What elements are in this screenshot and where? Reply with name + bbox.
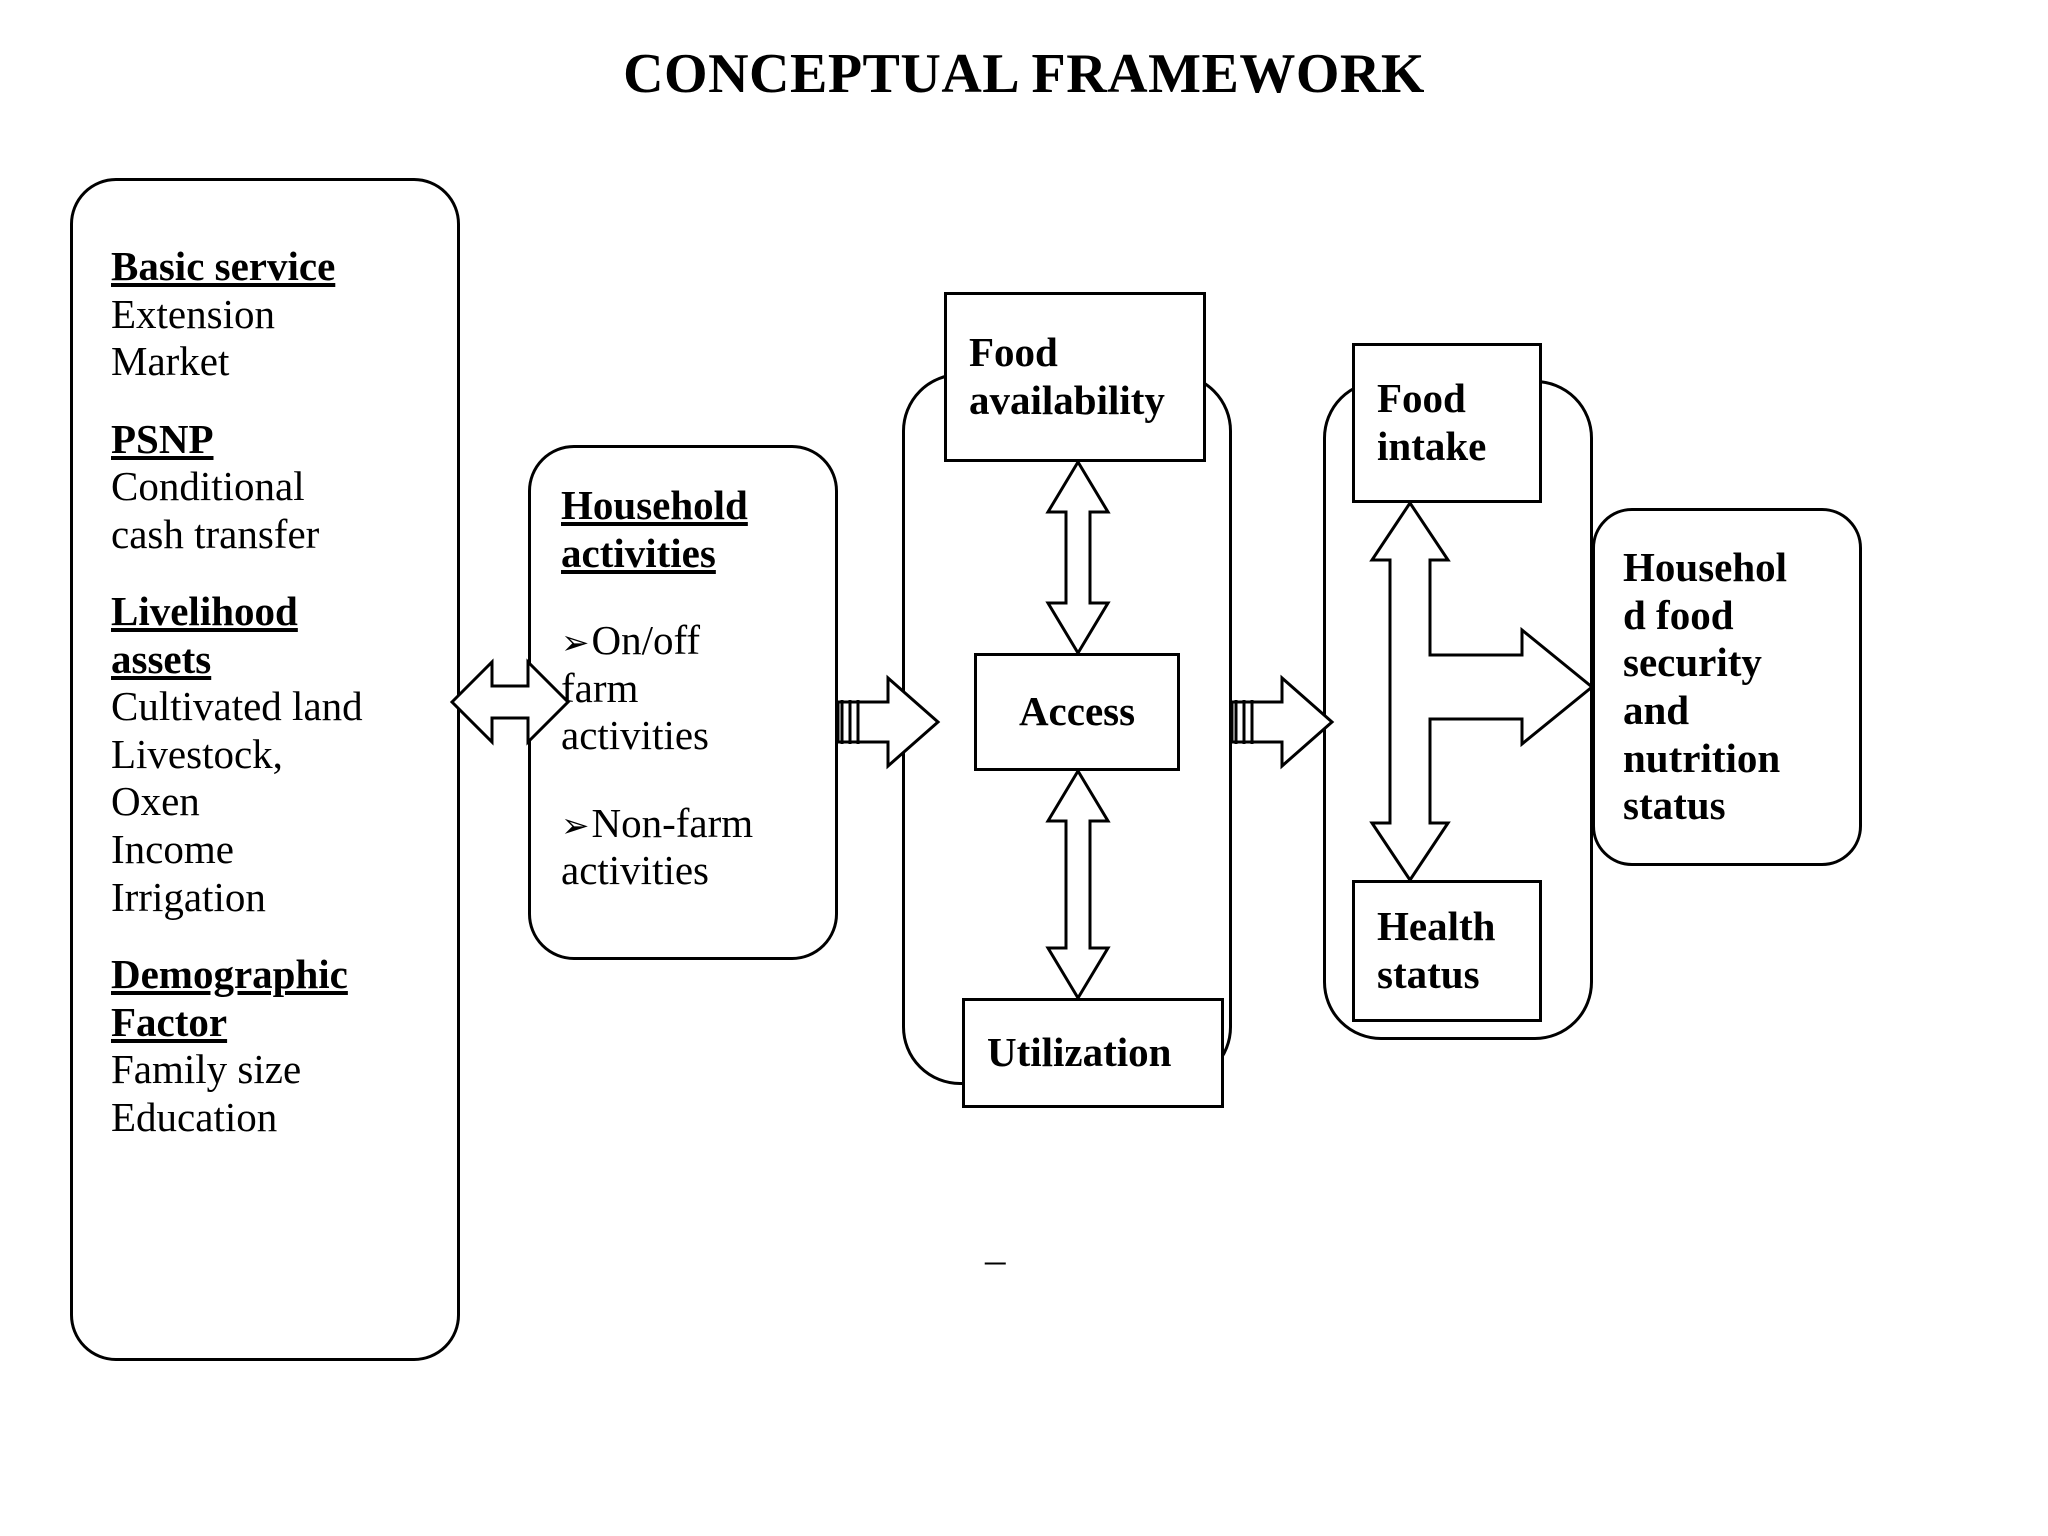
list-item-income: Income [111,826,234,873]
stray-dash-mark: – [985,1236,1006,1282]
bullet-text-line1: Non-farm [591,799,754,846]
final-outcome-line-5: nutrition [1623,734,1781,781]
list-item-onoff-farm: ➢On/off farm activities [561,617,835,760]
list-item-oxen: Oxen [111,778,200,825]
group-heading-psnp: PSNP [111,415,214,462]
health-status-label-line1: Health [1377,903,1496,950]
food-availability-label-line2: availability [969,377,1165,423]
list-item-family-size: Family size [111,1046,302,1093]
bullet-arrow-icon: ➢ [561,623,590,664]
final-outcome-line-3: security [1623,639,1762,686]
bullet-text-line3: activities [561,712,710,759]
spacer [111,558,457,588]
group-heading-basic-service: Basic service [111,243,336,289]
food-intake-label-line1: Food [1377,375,1466,422]
group-heading-demographic-factor-line1: Demographic [111,951,348,998]
access-box: Access [974,653,1180,771]
final-outcome-line-4: and [1623,687,1690,733]
bullet-text-line1: On/off [591,617,701,664]
household-food-security-box: Househol d food security and nutrition s… [1592,508,1862,866]
final-outcome-line-1: Househol [1623,544,1788,591]
group-heading-livelihood-assets-line1: Livelihood [111,588,298,635]
household-activities-heading-line1: Household [561,482,748,528]
determinants-panel: Basic service Extension Market PSNP Cond… [70,178,460,1361]
list-item-non-farm: ➢Non-farm activities [561,800,835,895]
list-item-extension: Extension [111,290,275,337]
household-activities-heading-line2: activities [561,529,716,576]
spacer [111,921,457,951]
bullet-text-line2: farm [561,664,639,711]
arrow-pillars-to-outcomes [1230,674,1335,770]
food-intake-box: Food intake [1352,343,1542,503]
access-label: Access [1018,688,1136,735]
list-item-education: Education [111,1093,278,1140]
group-heading-demographic-factor-line2: Factor [111,998,228,1045]
list-item-cash-transfer: cash transfer [111,510,320,557]
household-activities-box: Household activities ➢On/off farm activi… [528,445,838,960]
list-item-livestock: Livestock, [111,730,283,777]
utilization-label: Utilization [987,1029,1172,1076]
list-item-conditional: Conditional [111,463,305,510]
health-status-label-line2: status [1377,951,1480,997]
group-heading-livelihood-assets-line2: assets [111,635,212,682]
final-outcome-line-2: d food [1623,591,1734,638]
spacer [111,386,457,416]
food-availability-label-line1: Food [969,329,1058,376]
list-item-cultivated-land: Cultivated land [111,683,363,730]
bullet-arrow-icon: ➢ [561,805,590,846]
list-item-irrigation: Irrigation [111,873,266,920]
utilization-box: Utilization [962,998,1224,1108]
page-title: CONCEPTUAL FRAMEWORK [623,43,1425,105]
bullet-text-line2: activities [561,847,710,894]
list-item-market: Market [111,338,230,385]
food-intake-label-line2: intake [1377,423,1487,469]
final-outcome-line-6: status [1623,782,1726,829]
health-status-box: Health status [1352,880,1542,1022]
food-availability-box: Food availability [944,292,1206,462]
